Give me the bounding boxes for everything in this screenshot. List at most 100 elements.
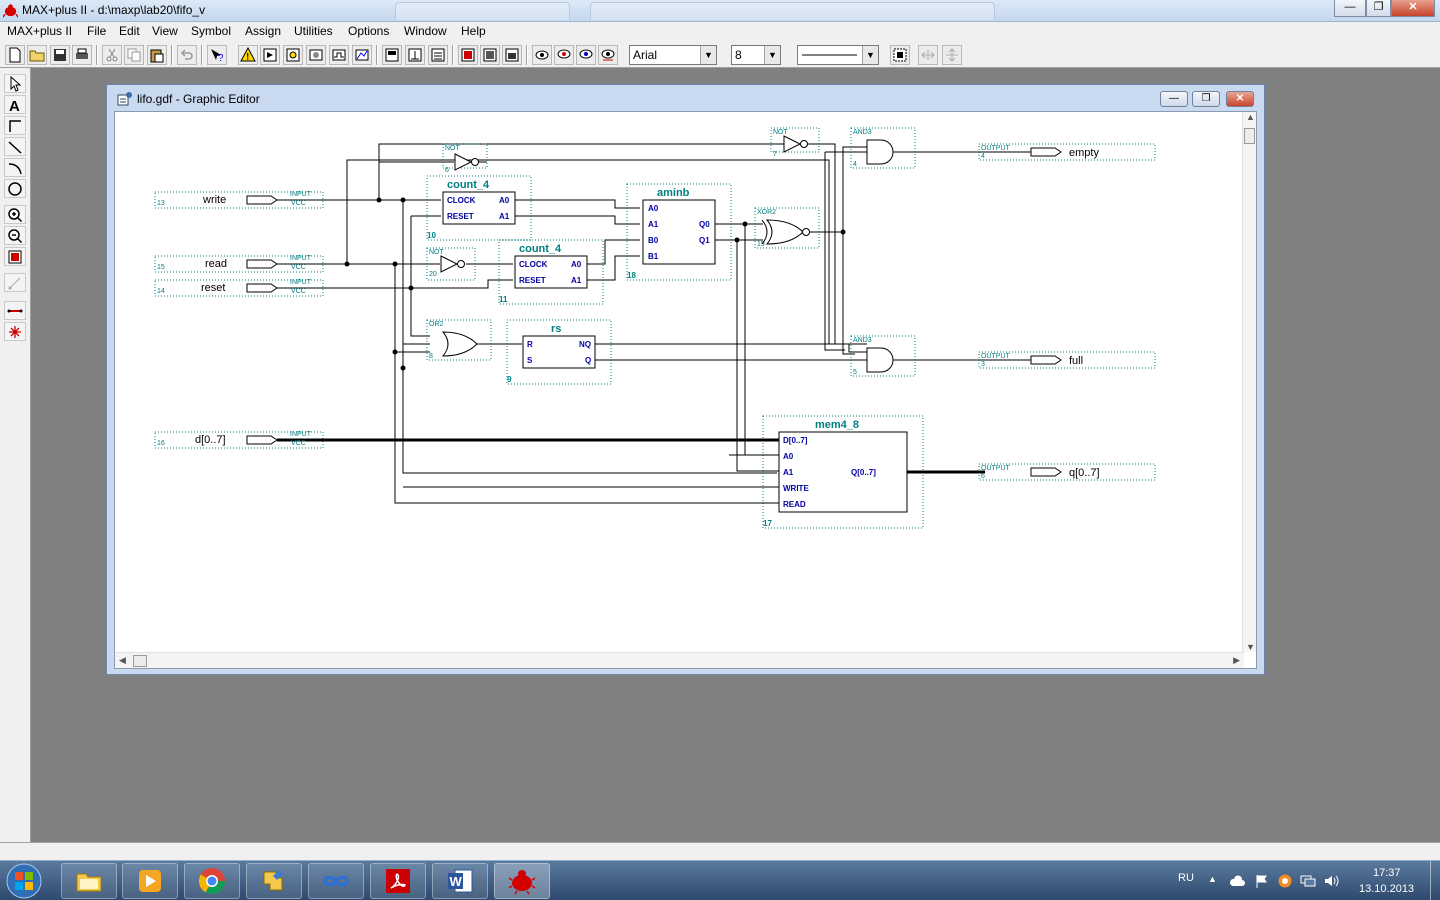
close-button[interactable]: ✕ [1391, 0, 1435, 17]
language-indicator[interactable]: RU [1178, 872, 1194, 884]
taskbar-app-infinity[interactable] [308, 863, 364, 899]
toolbar-separator [201, 45, 203, 65]
svg-text:count_4: count_4 [447, 179, 490, 191]
taskbar-maxplus[interactable] [494, 863, 550, 899]
orthogonal-line-tool-button[interactable] [4, 116, 26, 135]
fit-in-window-button[interactable] [4, 247, 26, 266]
puzzle-tools-icon [263, 870, 283, 891]
start-button[interactable] [4, 862, 44, 900]
find-node-button[interactable] [532, 45, 552, 65]
menu-help[interactable]: Help [461, 24, 486, 38]
project-check-icon [385, 48, 399, 62]
network-icon[interactable] [1300, 874, 1316, 888]
font-name-select[interactable]: Arial▼ [629, 45, 717, 65]
taskbar-explorer[interactable] [61, 863, 117, 899]
clock-time[interactable]: 17:37 [1373, 867, 1401, 879]
diagonal-line-tool-button[interactable] [4, 137, 26, 156]
volume-icon[interactable] [1324, 874, 1340, 888]
selection-tool-button[interactable] [4, 74, 26, 93]
action-center-flag-icon[interactable] [1254, 874, 1270, 888]
menu-assign[interactable]: Assign [245, 24, 282, 38]
rubberband-on-button[interactable] [4, 301, 26, 320]
eye-icon [535, 50, 549, 60]
menu-file[interactable]: File [87, 24, 107, 38]
find-error-button[interactable] [598, 45, 618, 65]
compile-button[interactable] [306, 45, 326, 65]
editor-restore-button[interactable]: ❐ [1192, 91, 1220, 107]
menu-options[interactable]: Options [348, 24, 390, 38]
menu-edit[interactable]: Edit [119, 24, 140, 38]
menu-view[interactable]: View [152, 24, 178, 38]
menu-symbol[interactable]: Symbol [191, 24, 232, 38]
minimize-button[interactable]: — [1334, 0, 1366, 17]
zoom-in-button[interactable] [4, 205, 26, 224]
copy-button[interactable] [124, 45, 144, 65]
show-desktop-button[interactable] [1430, 861, 1440, 900]
cut-button[interactable] [102, 45, 122, 65]
taskbar-app-puzzle[interactable] [246, 863, 302, 899]
timing-window-button[interactable] [502, 45, 522, 65]
save-button[interactable] [50, 45, 70, 65]
help-button[interactable]: ? [207, 45, 227, 65]
timing-button[interactable] [352, 45, 372, 65]
taskbar-acrobat[interactable] [370, 863, 426, 899]
menu-maxplus[interactable]: MAX+plus II [7, 24, 73, 38]
editor-minimize-button[interactable]: — [1160, 91, 1188, 107]
font-size-select[interactable]: 8▼ [731, 45, 781, 65]
find-node-source-button[interactable] [576, 45, 596, 65]
scroll-up-icon[interactable]: ▲ [1246, 112, 1255, 122]
circle-tool-button[interactable] [4, 179, 26, 198]
zoom-out-button[interactable] [4, 226, 26, 245]
horizontal-scrollbar[interactable]: ◀ ▶ [115, 652, 1244, 668]
arc-tool-button[interactable] [4, 158, 26, 177]
taskbar-chrome[interactable] [184, 863, 240, 899]
connect-nodes-button[interactable] [4, 273, 26, 292]
clock-date[interactable]: 13.10.2013 [1359, 883, 1415, 895]
editor-close-button[interactable]: ✕ [1226, 91, 1254, 107]
compiler-window-button[interactable] [458, 45, 478, 65]
taskbar-word[interactable]: W [432, 863, 488, 899]
simulator-window-button[interactable] [480, 45, 500, 65]
svg-text:19: 19 [757, 241, 765, 248]
project-save-compile-button[interactable] [405, 45, 425, 65]
new-file-button[interactable] [5, 45, 25, 65]
menu-utilities[interactable]: Utilities [294, 24, 333, 38]
schematic-canvas[interactable]: 13 write INPUT VCC 15 read INPUT VCC [114, 111, 1257, 669]
open-button[interactable] [27, 45, 47, 65]
warning-button[interactable]: ! [238, 45, 258, 65]
flip-horizontal-button[interactable] [918, 45, 938, 65]
vertical-scroll-thumb[interactable] [1244, 128, 1255, 144]
hierarchy-down-button[interactable] [283, 45, 303, 65]
scroll-right-icon[interactable]: ▶ [1233, 655, 1240, 665]
cloud-icon[interactable] [1229, 874, 1245, 888]
rubberband-off-button[interactable] [4, 322, 26, 341]
menu-window[interactable]: Window [404, 24, 447, 38]
paste-button[interactable] [147, 45, 167, 65]
project-save-simulate-button[interactable] [428, 45, 448, 65]
hierarchy-up-button[interactable] [260, 45, 280, 65]
mem-wires [321, 438, 983, 504]
print-button[interactable] [72, 45, 92, 65]
help-pointer-icon: ? [211, 49, 224, 63]
find-node-db-button[interactable] [554, 45, 574, 65]
line-connect-icon [7, 309, 23, 312]
scroll-down-icon[interactable]: ▼ [1246, 642, 1255, 652]
taskbar-media-player[interactable] [122, 863, 178, 899]
avast-icon[interactable] [1277, 874, 1293, 888]
simulate-button[interactable] [329, 45, 349, 65]
simulator-window-icon [483, 48, 497, 62]
word-icon: W [448, 869, 473, 893]
tray-expand-icon[interactable]: ▲ [1208, 874, 1217, 884]
svg-text:mem4_8: mem4_8 [815, 419, 859, 431]
rubberbanding-button[interactable] [890, 45, 910, 65]
undo-button[interactable] [177, 45, 197, 65]
zoom-in-icon [8, 207, 23, 222]
horizontal-scroll-thumb[interactable] [133, 655, 147, 667]
text-tool-button[interactable]: A [4, 95, 26, 114]
vertical-scrollbar[interactable]: ▲ ▼ [1242, 112, 1256, 652]
flip-vertical-button[interactable] [942, 45, 962, 65]
scroll-left-icon[interactable]: ◀ [119, 655, 126, 665]
line-style-select[interactable]: ▼ [797, 45, 879, 65]
project-save-check-button[interactable] [382, 45, 402, 65]
maximize-button[interactable]: ❐ [1366, 0, 1391, 17]
